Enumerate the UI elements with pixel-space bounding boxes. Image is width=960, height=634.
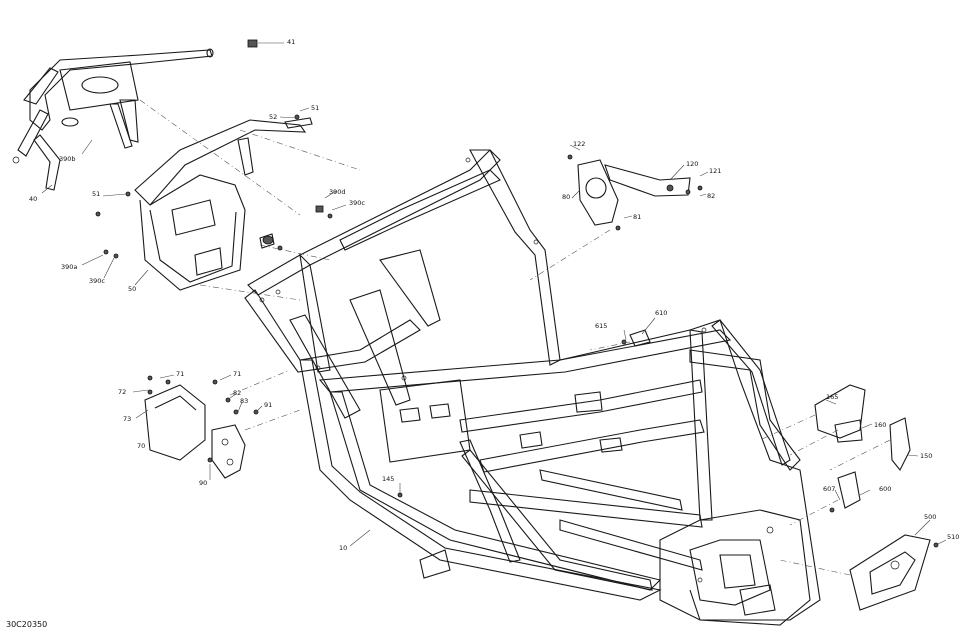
- panel-165-part[interactable]: [814, 384, 866, 439]
- leader-lines: [41, 42, 947, 547]
- callout-51: 51: [311, 104, 320, 112]
- callout-72: 72: [118, 388, 127, 396]
- callout-71: 71: [233, 370, 242, 378]
- callout-390c: 390c: [89, 277, 105, 285]
- fasteners: [95, 114, 703, 498]
- callout-165: 165: [826, 393, 839, 401]
- callout-70: 70: [137, 442, 146, 450]
- callout-145: 145: [382, 475, 395, 483]
- callout-160: 160: [874, 421, 887, 429]
- callout-390b: 390b: [59, 155, 76, 163]
- clamp-41-part[interactable]: [247, 39, 258, 48]
- callout-150: 150: [920, 452, 933, 460]
- callout-82: 82: [707, 192, 716, 200]
- bracket-600-part[interactable]: [829, 471, 861, 513]
- mount-bracket-80-part[interactable]: [567, 154, 691, 231]
- callout-390c: 390c: [349, 199, 365, 207]
- callout-80: 80: [562, 193, 571, 201]
- callout-81: 81: [633, 213, 642, 221]
- callout-121: 121: [709, 167, 722, 175]
- callout-510: 510: [947, 533, 960, 541]
- callout-120: 120: [686, 160, 699, 168]
- callout-610: 610: [655, 309, 668, 317]
- front-bumper-part[interactable]: [12, 48, 214, 191]
- callout-83: 83: [240, 397, 249, 405]
- panel-150-part[interactable]: [889, 417, 911, 472]
- main-frame-part[interactable]: [244, 149, 821, 626]
- skid-plate-500-part[interactable]: [849, 534, 939, 611]
- callout-51: 51: [92, 190, 101, 198]
- callout-41: 41: [287, 38, 296, 46]
- callout-82: 82: [233, 389, 242, 397]
- callout-390d: 390d: [329, 188, 346, 196]
- upper-front-frame-part[interactable]: [134, 117, 313, 291]
- callout-390a: 390a: [61, 263, 78, 271]
- callout-10: 10: [339, 544, 348, 552]
- callout-52: 52: [269, 113, 278, 121]
- callout-600: 600: [879, 485, 892, 493]
- panel-160-part[interactable]: [834, 419, 863, 443]
- callout-50: 50: [128, 285, 137, 293]
- bracket-90-part[interactable]: [207, 424, 246, 479]
- side-plate-70-part[interactable]: [144, 384, 206, 461]
- callout-71: 71: [176, 370, 185, 378]
- bracket-610-part[interactable]: [621, 329, 651, 347]
- callout-73: 73: [123, 415, 132, 423]
- callout-90: 90: [199, 479, 208, 487]
- assembly-axis-lines: [139, 99, 891, 576]
- callout-500: 500: [924, 513, 937, 521]
- callout-91: 91: [264, 401, 273, 409]
- callout-122: 122: [573, 140, 586, 148]
- callout-607: 607: [823, 485, 836, 493]
- drawing-code: 30C20350: [6, 620, 48, 629]
- callout-615: 615: [595, 322, 608, 330]
- callout-40: 40: [29, 195, 38, 203]
